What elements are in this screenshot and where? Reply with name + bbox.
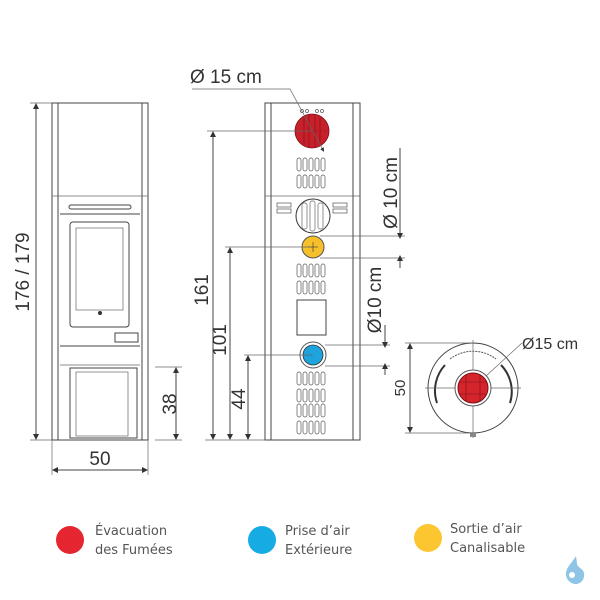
svg-text:des Fumées: des Fumées <box>95 543 173 558</box>
blue-dot-icon <box>248 526 276 554</box>
intake-height-dimension: 44 <box>229 388 250 410</box>
height-dimension: 176 / 179 <box>13 232 34 311</box>
yellow-dot-icon <box>414 524 442 552</box>
legend-item-outlet: Sortie d’air Canalisable <box>414 522 525 556</box>
outlet-diameter-label: Ø 10 cm <box>381 157 402 229</box>
svg-text:Extérieure: Extérieure <box>285 543 352 558</box>
depth-dimension: 50 <box>392 380 409 397</box>
outlet-height-dimension: 101 <box>210 324 231 356</box>
door-frame <box>69 221 130 328</box>
flue-height-dimension: 161 <box>192 274 213 306</box>
door-handle-icon <box>98 311 102 315</box>
front-view: 176 / 179 50 38 <box>13 102 182 475</box>
convection-grille <box>295 198 331 234</box>
legend-item-intake: Prise d’air Extérieure <box>248 524 352 558</box>
svg-text:Évacuation: Évacuation <box>95 523 167 539</box>
top-view: 50 Ø15 cm <box>392 336 578 438</box>
water-drop-logo-icon <box>566 556 585 584</box>
legend: Évacuation des Fumées Prise d’air Extéri… <box>56 522 525 558</box>
svg-text:Prise d’air: Prise d’air <box>285 524 350 539</box>
red-dot-icon <box>56 526 84 554</box>
base-dimension: 38 <box>160 393 181 414</box>
width-dimension: 50 <box>89 449 110 470</box>
top-flue-diameter-label: Ø15 cm <box>522 336 578 353</box>
top-flue-outlet <box>457 372 489 404</box>
legend-item-flue: Évacuation des Fumées <box>56 523 173 558</box>
back-view: 161 101 44 Ø 15 cm Ø 10 cm Ø10 cm <box>190 67 405 441</box>
svg-text:Canalisable: Canalisable <box>450 541 525 556</box>
door-glass <box>75 227 124 311</box>
svg-text:Sortie d’air: Sortie d’air <box>450 522 522 537</box>
intake-diameter-label: Ø10 cm <box>365 267 386 334</box>
flue-diameter-label: Ø 15 cm <box>190 67 262 88</box>
